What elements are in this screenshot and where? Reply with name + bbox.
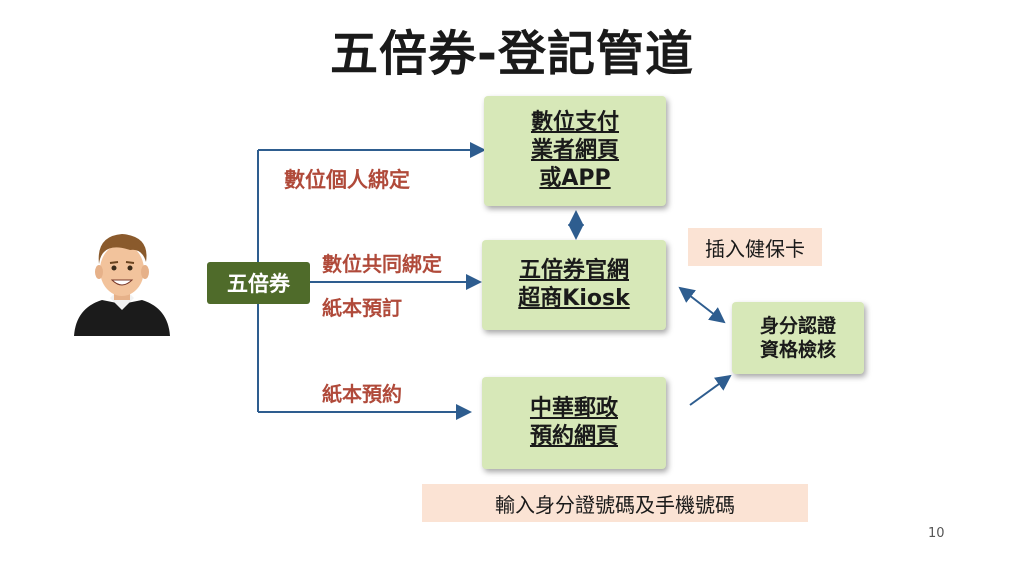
note-id-phone: 輸入身分證號碼及手機號碼 [422, 484, 808, 522]
box-identity-check-line1: 身分認證 [759, 314, 836, 337]
label-paper-order: 紙本預訂 [322, 296, 402, 320]
box-post-office-line2: 預約網頁 [529, 424, 618, 449]
note-health-card: 插入健保卡 [688, 228, 822, 266]
box-digital-payment-line3: 或APP [539, 166, 611, 192]
label-digital-shared: 數位共同綁定 [322, 252, 442, 276]
box-post-office: 中華郵政 預約網頁 [482, 377, 666, 469]
box-official-site: 五倍券官網 超商Kiosk [482, 240, 666, 330]
box-identity-check: 身分認證 資格檢核 [732, 302, 864, 374]
hub-voucher: 五倍券 [207, 262, 310, 304]
box-official-site-line2: 超商Kiosk [518, 286, 630, 311]
box-digital-payment-line1: 數位支付 [530, 109, 619, 135]
box-digital-payment-line2: 業者網頁 [530, 137, 619, 163]
box-post-office-line1: 中華郵政 [529, 395, 618, 421]
box-official-site-line1: 五倍券官網 [518, 257, 629, 283]
box-digital-payment: 數位支付 業者網頁 或APP [484, 96, 666, 206]
label-paper-reserve: 紙本預約 [322, 382, 402, 406]
page-title: 五倍券-登記管道 [330, 26, 694, 82]
page-number: 10 [928, 526, 945, 541]
label-digital-personal: 數位個人綁定 [284, 168, 410, 192]
person-avatar-icon [74, 234, 170, 336]
box-identity-check-line2: 資格檢核 [759, 339, 836, 361]
